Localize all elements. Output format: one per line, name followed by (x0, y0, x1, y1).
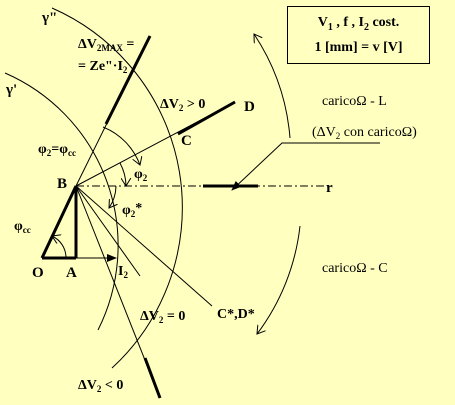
label-phi2: φ2 (134, 167, 148, 183)
angle-arc-phicc (52, 236, 67, 259)
label-point-D: D (244, 99, 255, 115)
label-dv2-con-carico: (ΔV2 con caricoΩ) (312, 125, 417, 141)
label-point-C: C (181, 133, 192, 149)
label-dv2-eq0: ΔV2 = 0 (140, 309, 185, 325)
conditions-line-1: V1 , f , I2 cost. (317, 15, 400, 33)
label-carico-L: caricoΩ - L (322, 94, 387, 109)
label-ze-i2: = Ze"·I2 (78, 59, 128, 75)
label-I2: I2 (118, 264, 128, 280)
angle-arc-phi2-eq-phicc (102, 126, 140, 165)
segment-O-B (40, 185, 78, 259)
label-phi2-star: φ2* (122, 201, 142, 219)
leader-dv2-carico (231, 142, 380, 191)
conditions-box: V1 , f , I2 cost. 1 [mm] = v [V] (287, 6, 430, 64)
label-phi2-eq-phicc: φ2=φcc (38, 142, 76, 158)
label-dv2-lt0: ΔV2 < 0 (78, 378, 123, 394)
label-gamma-double-prime: γ" (41, 10, 57, 26)
dv2-positive-segment (177, 100, 236, 136)
conditions-line-2: 1 [mm] = v [V] (314, 39, 403, 55)
arc-gamma-double-prime (51, 7, 183, 369)
label-gamma-prime: γ' (5, 82, 17, 98)
label-CD-star: C*,D* (217, 307, 255, 322)
line-B-to-lower-right (75, 185, 141, 277)
label-dv2max: ΔV2MAX = (78, 37, 134, 53)
label-phicc: φcc (14, 219, 31, 235)
label-point-B: B (57, 176, 67, 192)
label-carico-C: caricoΩ - C (322, 261, 388, 276)
label-r-axis: r (326, 180, 333, 196)
angle-arc-phi2-star (109, 185, 116, 208)
label-point-O: O (32, 265, 44, 281)
dv2max-segment (104, 35, 152, 125)
angle-arc-phi2 (119, 162, 126, 186)
arrow-carico-L (254, 34, 291, 139)
label-point-A: A (66, 265, 77, 281)
label-dv2-gt0: ΔV2 > 0 (160, 97, 205, 113)
line-B-to-CD-star (75, 185, 213, 307)
arrow-carico-C (257, 225, 301, 334)
arc-gamma-prime (4, 72, 119, 331)
dv2-negative-segment (143, 357, 162, 399)
